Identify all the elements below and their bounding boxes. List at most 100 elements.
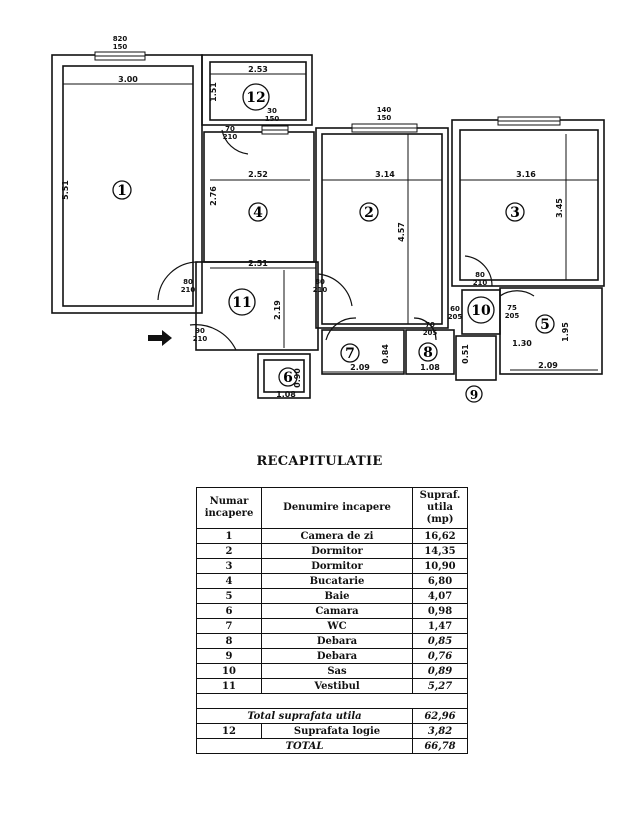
- dim-0-51: 0.51: [461, 344, 470, 364]
- row-area: 6,80: [412, 573, 468, 589]
- dim-1-08b: 1.08: [276, 390, 296, 399]
- row-num: 6: [196, 603, 262, 619]
- row-num: 10: [196, 663, 262, 679]
- opening-door-h-bot: 205: [505, 312, 520, 320]
- room-label-3: 3: [510, 205, 520, 221]
- dim-1-95: 1.95: [561, 322, 570, 342]
- row-name: Debara: [261, 648, 413, 664]
- door-arc-6: [499, 290, 535, 297]
- row-12-area: 3,82: [412, 723, 468, 739]
- room-12-outline: [201, 54, 313, 126]
- opening-door-d-top: 90: [195, 327, 205, 335]
- dim-2-09: 2.09: [350, 363, 370, 372]
- room-label-11: 11: [232, 295, 251, 311]
- room-label-6: 6: [283, 370, 293, 386]
- row-area: 0,76: [412, 648, 468, 664]
- room-7-outline: [321, 329, 405, 375]
- opening-door-h-top: 75: [507, 304, 517, 312]
- room-label-8: 8: [423, 345, 433, 361]
- opening-w3-bot: 150: [265, 115, 280, 123]
- row-name: Camera de zi: [261, 528, 413, 544]
- dim-3-14: 3.14: [375, 170, 395, 179]
- empty-cell: [196, 693, 468, 709]
- row-area: 10,90: [412, 558, 468, 574]
- header-name: Denumire incapere: [261, 487, 413, 529]
- dim-2-19: 2.19: [273, 300, 282, 320]
- row-area: 0,98: [412, 603, 468, 619]
- room-3-outline: [451, 119, 605, 287]
- dim-3-16: 3.16: [516, 170, 536, 179]
- door-arc-7: [325, 317, 357, 341]
- floor-plan: 1 2 3 4 5 6 7 8 9 10 11 12 3.00 5.51 2.5…: [51, 35, 605, 403]
- room-label-4: 4: [253, 205, 263, 221]
- row-name: Vestibul: [261, 678, 413, 694]
- room-label-7: 7: [345, 346, 355, 362]
- dim-1-51: 1.51: [209, 82, 218, 102]
- room-10-outline: [461, 289, 501, 335]
- recap-header-row: Numar incapere Denumire incapere Supraf.…: [196, 487, 468, 529]
- dim-1-08a: 1.08: [420, 363, 440, 372]
- room-4-outline: [203, 131, 315, 263]
- row-num: 4: [196, 573, 262, 589]
- opening-door-g-bot: 205: [448, 313, 463, 321]
- total-value: 66,78: [412, 738, 468, 754]
- recap-title: RECAPITULATIE: [256, 454, 383, 469]
- row-num: 8: [196, 633, 262, 649]
- entry-arrow-icon: [148, 330, 172, 346]
- room-6-outline: [257, 353, 311, 399]
- row-num: 9: [196, 648, 262, 664]
- dim-1-30: 1.30: [512, 339, 532, 348]
- opening-w2-top: 140: [377, 106, 392, 114]
- door-arc-4: [221, 129, 249, 155]
- recap-table: Numar incapere Denumire incapere Supraf.…: [196, 487, 468, 754]
- opening-w2-bot: 150: [377, 114, 392, 122]
- row-name: Debara: [261, 633, 413, 649]
- room-label-1: 1: [117, 183, 127, 199]
- opening-door-f-top: 70: [425, 321, 435, 329]
- row-area: 5,27: [412, 678, 468, 694]
- room-9-outline: [455, 335, 497, 381]
- opening-door-c-bot: 210: [313, 286, 328, 294]
- total-label: TOTAL: [196, 738, 413, 754]
- header-num: Numar incapere: [196, 487, 262, 529]
- row-area: 4,07: [412, 588, 468, 604]
- row-area: 14,35: [412, 543, 468, 559]
- opening-door-a-top: 70: [225, 125, 235, 133]
- room-label-12: 12: [246, 90, 265, 106]
- row-name: Dormitor: [261, 543, 413, 559]
- row-area: 0,85: [412, 633, 468, 649]
- door-arc-5: [464, 255, 493, 287]
- door-arc-1: [157, 261, 199, 301]
- opening-door-e-bot: 210: [473, 279, 488, 287]
- row-num: 11: [196, 678, 262, 694]
- dim-0-90: 0.90: [293, 368, 302, 388]
- room-label-5: 5: [540, 317, 550, 333]
- row-12-num: 12: [196, 723, 262, 739]
- row-12-name: Suprafata logie: [261, 723, 413, 739]
- total-util-value: 62,96: [412, 708, 468, 724]
- room-11-outline: [195, 261, 319, 351]
- row-area: 16,62: [412, 528, 468, 544]
- opening-door-e-top: 80: [475, 271, 485, 279]
- row-name: Camara: [261, 603, 413, 619]
- opening-door-g-top: 60: [450, 305, 460, 313]
- row-name: WC: [261, 618, 413, 634]
- row-name: Bucatarie: [261, 573, 413, 589]
- dim-2-52: 2.52: [248, 170, 268, 179]
- opening-door-d-bot: 210: [193, 335, 208, 343]
- opening-door-a-bot: 210: [223, 133, 238, 141]
- row-num: 3: [196, 558, 262, 574]
- opening-w3-top: 30: [267, 107, 277, 115]
